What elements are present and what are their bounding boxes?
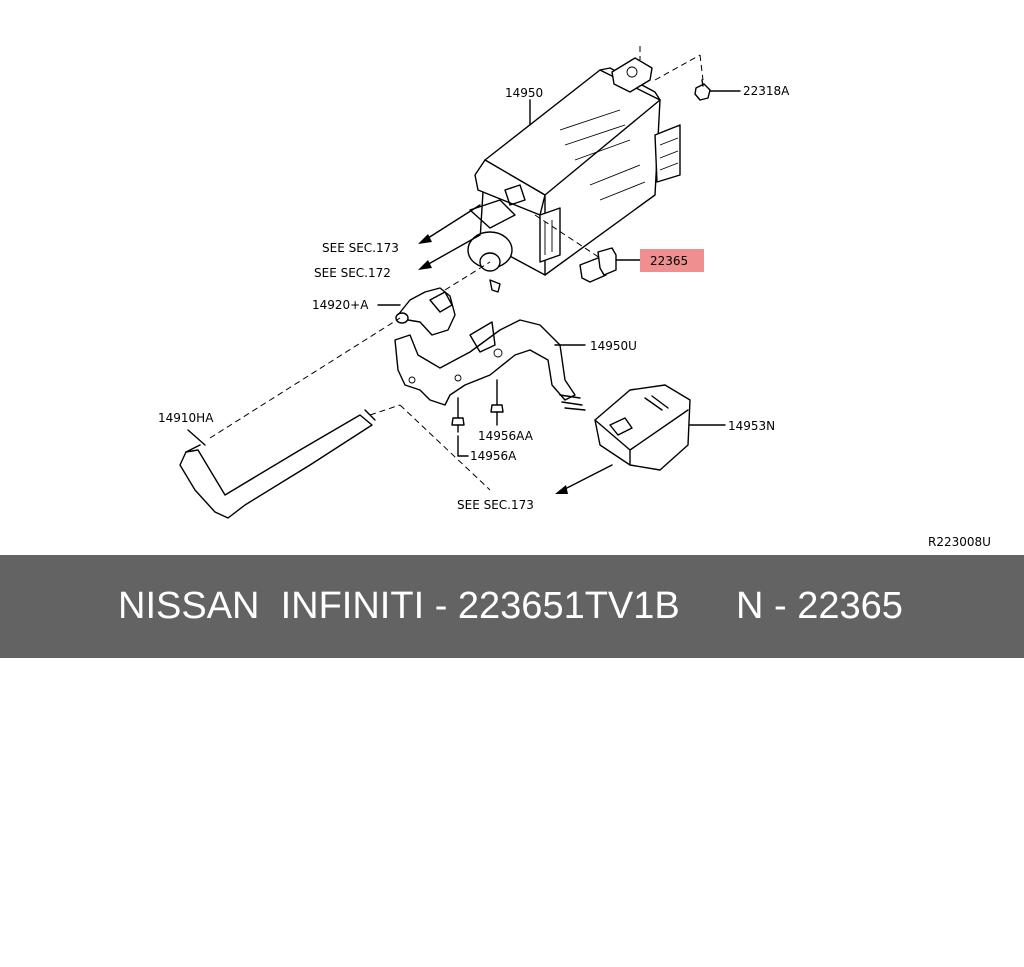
valve-14920A	[377, 287, 456, 336]
footer-banner: NISSAN INFINITI - 223651TV1B N - 22365	[0, 555, 1024, 658]
footer-brand-part-number: NISSAN INFINITI - 223651TV1B	[118, 585, 680, 627]
label-14910HA: 14910HA	[158, 411, 214, 425]
label-see-sec-173-bottom: SEE SEC.173	[457, 498, 534, 512]
exploded-view-drawing: 14950 22318A SEE SEC.173 SEE SEC.172 223…	[158, 46, 991, 549]
label-14953N: 14953N	[728, 419, 775, 433]
arrow-sec172	[418, 234, 481, 270]
label-22318A: 22318A	[743, 84, 790, 98]
label-22365: 22365	[650, 254, 688, 268]
reference-code: R223008U	[928, 535, 991, 549]
label-14950: 14950	[505, 86, 543, 100]
label-14956AA: 14956AA	[478, 429, 534, 443]
footer-short-part-number: N - 22365	[736, 585, 903, 627]
label-14956A: 14956A	[470, 449, 517, 463]
label-14920A: 14920+A	[312, 298, 369, 312]
bolt-14956A	[451, 397, 469, 457]
canister-14950	[467, 57, 681, 293]
filter-14953N	[594, 384, 726, 471]
label-see-sec-173-top: SEE SEC.173	[322, 241, 399, 255]
label-14950U: 14950U	[590, 339, 637, 353]
bolt-22318A	[694, 79, 741, 101]
part-22365	[579, 247, 649, 283]
hose-14910HA	[179, 409, 376, 519]
highlight-22365	[640, 249, 704, 272]
arrow-sec173a	[418, 204, 481, 244]
parts-diagram: 14950 22318A SEE SEC.173 SEE SEC.172 223…	[158, 46, 991, 549]
bolt-14956AA	[490, 379, 504, 426]
label-see-sec-172: SEE SEC.172	[314, 266, 391, 280]
bracket-14950U	[394, 319, 586, 411]
arrow-sec173b	[555, 464, 613, 494]
